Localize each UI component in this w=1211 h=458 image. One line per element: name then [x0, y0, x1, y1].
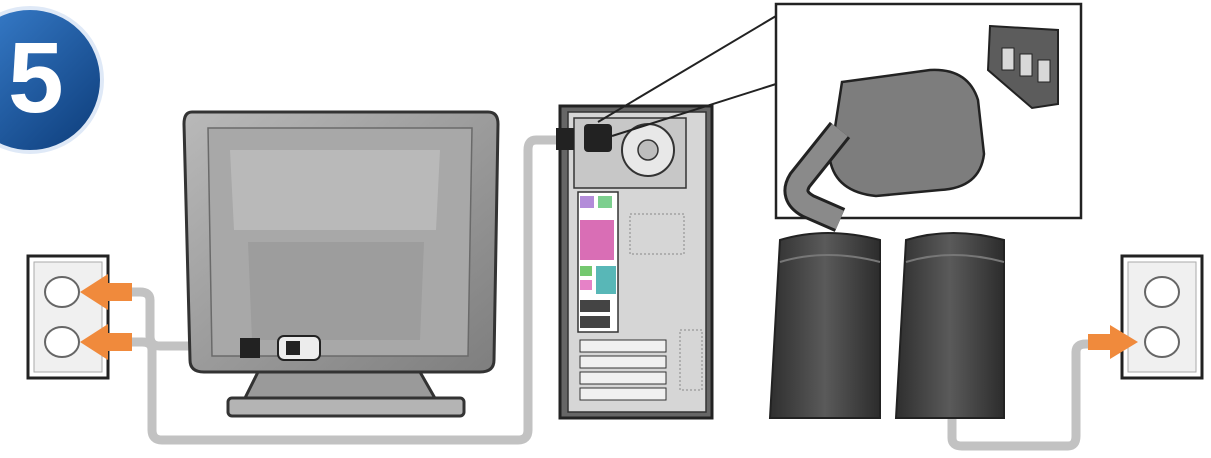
speaker-left	[770, 233, 880, 418]
power-plug-icon	[240, 336, 320, 360]
monitor	[184, 112, 498, 416]
step-number: 5	[8, 22, 64, 134]
zoom-inset	[776, 4, 1081, 220]
speaker-right	[896, 233, 1004, 418]
computer-tower	[556, 106, 712, 418]
step-badge: 5	[0, 8, 102, 152]
left-wall-outlet	[28, 256, 108, 378]
right-wall-outlet	[1122, 256, 1202, 378]
